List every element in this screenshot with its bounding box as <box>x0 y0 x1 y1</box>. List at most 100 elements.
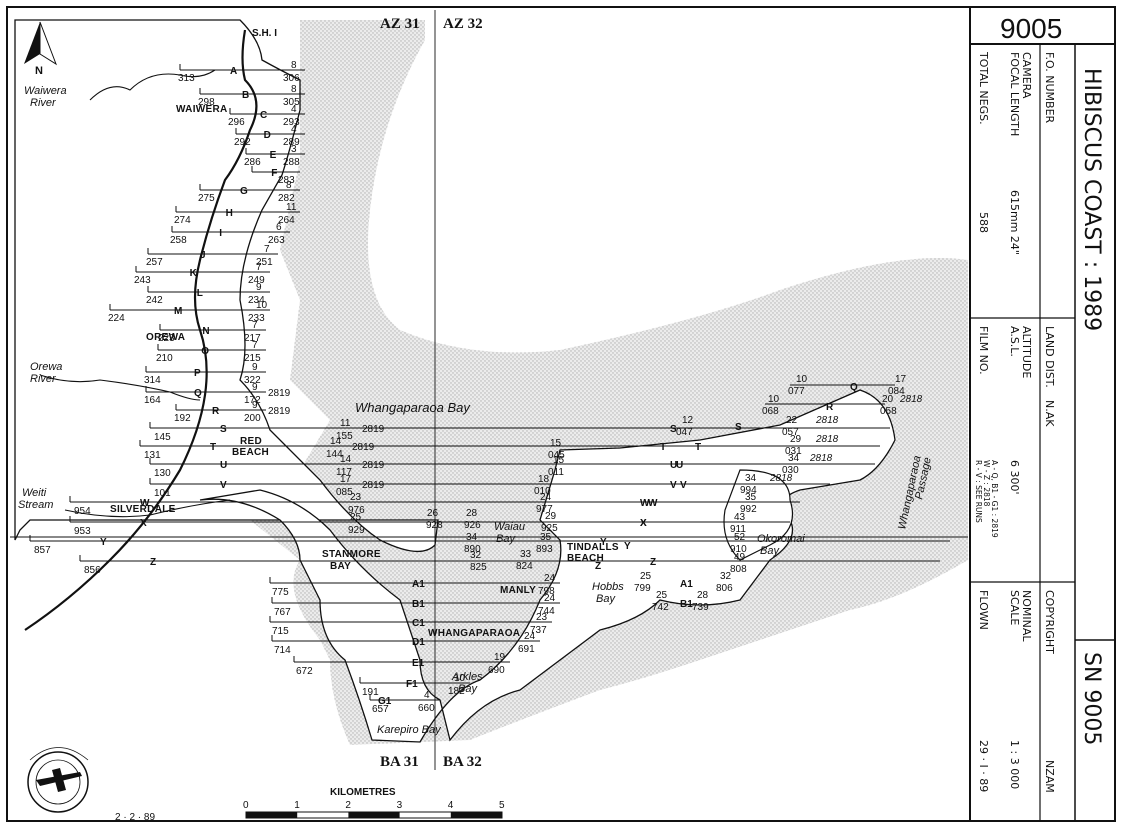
run-film-R: 2819 <box>268 406 291 417</box>
run-start-C1: 715 <box>272 626 289 637</box>
e-be-top: 28 <box>697 590 709 601</box>
e-vl-top: 24 <box>540 492 552 503</box>
e-xe-bottom: 911 <box>730 524 746 535</box>
run-end-bottom-F1: 182 <box>448 686 465 697</box>
run-end-top-A: 8 <box>291 60 297 71</box>
e-ae-bottom: 806 <box>716 583 733 594</box>
run-end-top-E1: 19 <box>494 652 506 663</box>
run-start-S: 145 <box>154 432 171 443</box>
run-end-bottom-E: 288 <box>283 157 300 168</box>
flight-lines <box>29 64 950 701</box>
scale-tick-5: 5 <box>499 800 505 811</box>
north-arrow-icon <box>24 21 57 66</box>
e-qe-top: 17 <box>895 374 907 385</box>
run-start-G1: 657 <box>372 704 389 715</box>
east-run-letter-V: V <box>680 480 687 491</box>
run-end-bottom-F: 283 <box>278 175 295 186</box>
run-start-K: 243 <box>134 275 151 286</box>
e-ue-bottom: 030 <box>782 465 799 476</box>
state-highway-1 <box>24 29 258 631</box>
east-labels: 26 928 28 926 34 890 32 825 33 824 15 04… <box>426 374 923 613</box>
run-end-top-B1: 24 <box>544 593 556 604</box>
land-mainland <box>14 19 439 552</box>
e-rw-bottom: 068 <box>762 406 779 417</box>
run-end-bottom-D: 289 <box>283 137 300 148</box>
value-total: 588 <box>977 212 990 233</box>
place-red: RED <box>240 436 262 447</box>
water-whangaparaoa-bay: Whangaparaoa Bay <box>355 400 471 415</box>
label-land: LAND DIST. <box>1043 326 1056 388</box>
east-run-letter-S: S <box>735 422 742 433</box>
value-altitude: 6 300' <box>1008 460 1021 495</box>
run-end-top-L: 9 <box>256 282 262 293</box>
e-ze-top: 49 <box>734 552 746 563</box>
run-end-bottom-N: 217 <box>244 333 261 344</box>
run-end-bottom-B: 305 <box>283 97 300 108</box>
e-film-s: 2818 <box>815 415 839 426</box>
run-end-bottom-W: 976 <box>348 505 365 516</box>
e-film-t: 2818 <box>815 434 839 445</box>
label-film: FILM NO. <box>977 326 990 375</box>
e-ye-bottom: 910 <box>730 544 747 555</box>
east-run-letter-X: X <box>640 518 647 529</box>
e-xl-bottom: 893 <box>536 544 553 555</box>
run-letter-east-W: W <box>640 498 650 509</box>
run-end-top-R: 9 <box>252 400 258 411</box>
panel-sn: SN 9005 <box>1079 652 1104 745</box>
run-start-G: 275 <box>198 193 215 204</box>
run-letter-F1: F1 <box>406 679 418 690</box>
orewa-river <box>39 374 201 401</box>
run-end-top-B: 8 <box>291 84 297 95</box>
place-waiwera: WAIWERA <box>176 104 228 115</box>
run-letter-O: O <box>201 346 209 357</box>
run-letter-D1: D1 <box>412 637 425 648</box>
run-end-bottom-P: 322 <box>244 375 261 386</box>
label-scale-1: NOMINAL <box>1020 590 1033 642</box>
run-end-top-C: 4 <box>291 104 297 115</box>
run-letter-X: X <box>140 518 147 529</box>
run-end-bottom-A: 306 <box>283 73 300 84</box>
e-qw-top: 10 <box>796 374 808 385</box>
e-be-bottom: 739 <box>692 602 709 613</box>
e-ul-bottom: 010 <box>534 486 551 497</box>
e-ul-top: 18 <box>538 474 550 485</box>
grid-label-ba32: BA 32 <box>443 754 482 770</box>
run-start-N: 223 <box>158 333 175 344</box>
scale-tick-3: 3 <box>397 800 403 811</box>
run-end-bottom-D1: 691 <box>518 644 535 655</box>
water-waiwera-2: River <box>30 97 57 109</box>
run-end-bottom-R: 200 <box>244 413 261 424</box>
e-ve-top: 34 <box>745 473 757 484</box>
water-waiwera-1: Waiwera <box>24 85 67 97</box>
run-letter-A: A <box>230 66 237 77</box>
run-end-bottom-M: 233 <box>248 313 265 324</box>
run-letter-B1: B1 <box>412 599 425 610</box>
coverage-area <box>250 20 968 745</box>
run-end-bottom-X: 929 <box>348 525 365 536</box>
run-end-top-X: 25 <box>350 512 362 523</box>
place-stanmore: STANMORE <box>322 549 381 560</box>
scale-segment-0 <box>246 812 298 818</box>
e-film-v: 2818 <box>769 473 793 484</box>
e-ve-bottom: 994 <box>740 485 757 496</box>
east-run-letter-B1: B1 <box>680 599 693 610</box>
run-start-A1: 775 <box>272 587 289 598</box>
east-y-bottom: 890 <box>464 544 481 555</box>
e-tl-top: 15 <box>553 455 565 466</box>
run-letter-C: C <box>260 110 267 121</box>
run-end-bottom-B1: 744 <box>538 606 555 617</box>
run-start-Y: 857 <box>34 545 51 556</box>
run-letter-E: E <box>270 150 277 161</box>
e-tl-bottom: 011 <box>548 467 564 478</box>
run-start-U: 130 <box>154 468 171 479</box>
value-camera: 615mm 24" <box>1008 190 1021 255</box>
east-x-top: 26 <box>427 508 439 519</box>
run-letter-east-U: U <box>670 460 677 471</box>
east-z-top: 32 <box>470 550 482 561</box>
scale-tick-4: 4 <box>448 800 454 811</box>
highway-label: S.H. I <box>252 28 277 39</box>
run-end-top-F1: 10 <box>454 673 466 684</box>
e-rw-top: 10 <box>768 394 780 405</box>
run-end-top-K: 7 <box>256 262 262 273</box>
value-land: N.AK <box>1043 400 1056 427</box>
